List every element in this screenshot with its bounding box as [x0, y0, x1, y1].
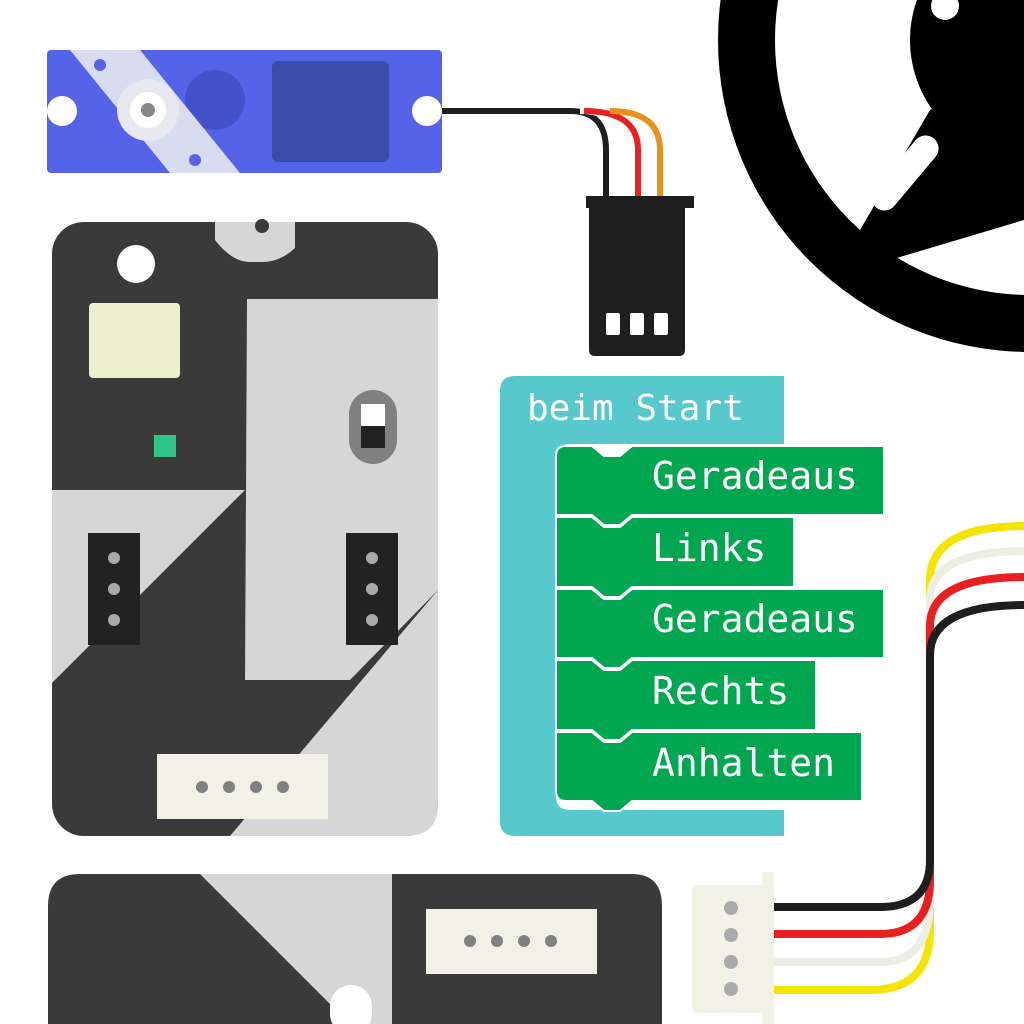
command-block-2[interactable]: Links — [652, 526, 767, 570]
servo-cable — [442, 108, 663, 200]
sensor-cable — [772, 522, 1024, 994]
servo-plug — [586, 196, 694, 356]
steering-wheel-icon — [718, 0, 1024, 352]
sensor-plug — [692, 872, 774, 1024]
command-block-4[interactable]: Rechts — [652, 669, 790, 713]
command-block-3[interactable]: Geradeaus — [652, 597, 858, 641]
circuit-board-icon — [52, 219, 438, 836]
circuit-board-lower — [48, 874, 662, 1024]
servo-motor-icon — [47, 50, 442, 173]
event-block-shape — [500, 376, 784, 836]
command-block-5[interactable]: Anhalten — [652, 741, 836, 785]
command-block-1[interactable]: Geradeaus — [652, 454, 858, 498]
event-block-label[interactable]: beim Start — [527, 388, 744, 429]
command-blocks-shapes — [555, 445, 885, 812]
